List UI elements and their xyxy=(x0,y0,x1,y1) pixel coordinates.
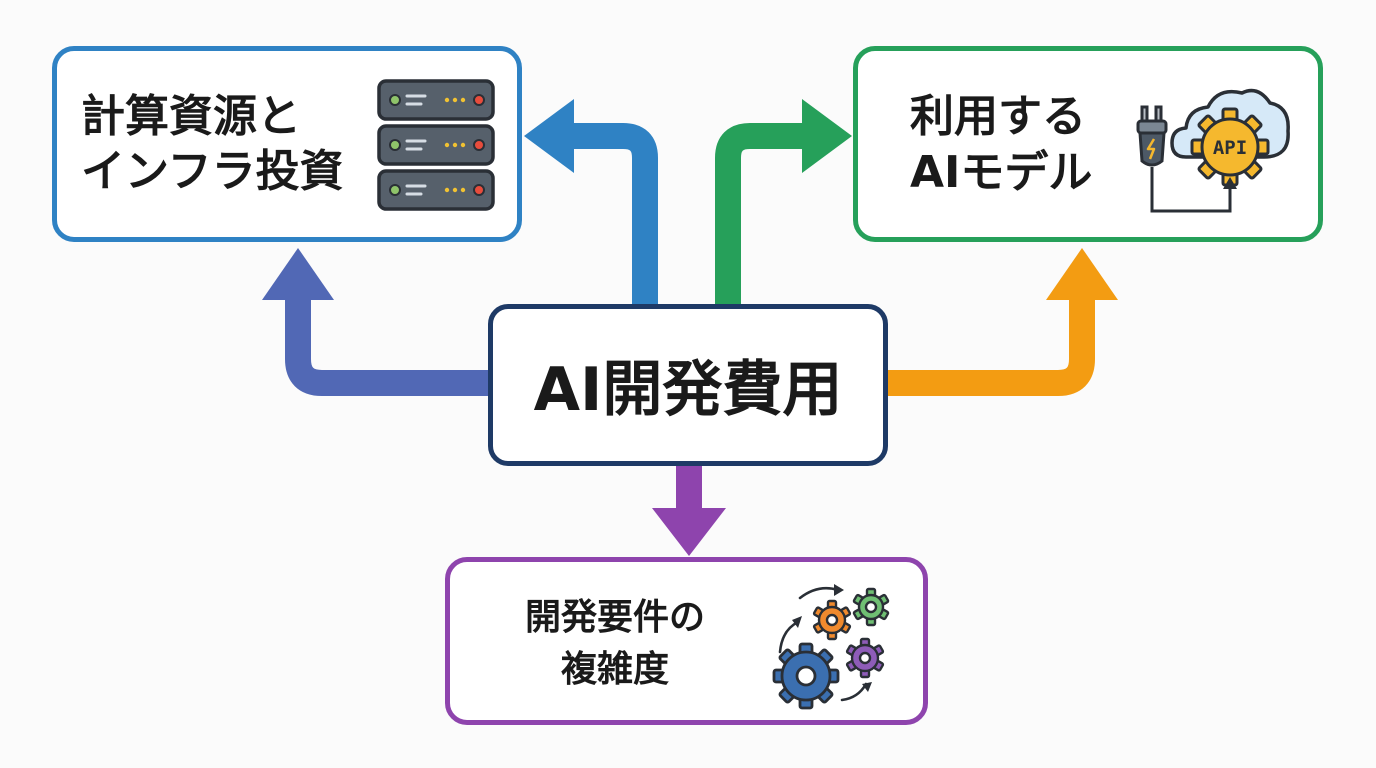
model-label-line-2: AIモデル xyxy=(910,147,1093,199)
model-label-line-1: 利用する xyxy=(910,91,1086,142)
arrow-infra-from-center-head xyxy=(524,99,574,173)
gears-icon xyxy=(772,584,890,710)
arrow-requirements-head xyxy=(652,508,726,556)
infra-box: 計算資源と インフラ投資 xyxy=(52,46,522,242)
requirements-label-line-1: 開発要件の xyxy=(524,597,705,638)
center-box: AI開発費用 xyxy=(488,304,888,466)
infra-label-line-2: インフラ投資 xyxy=(81,146,344,197)
arrow-infra-from-left-head xyxy=(262,248,334,300)
requirements-label: 開発要件の 複雑度 xyxy=(490,592,740,696)
infra-label: 計算資源と インフラ投資 xyxy=(81,89,344,199)
center-title: AI開発費用 xyxy=(533,355,843,425)
arrow-infra-from-center xyxy=(570,123,658,306)
infra-label-line-1: 計算資源と xyxy=(81,91,301,142)
api-label: API xyxy=(1213,137,1247,159)
api-plug-cloud-icon: API xyxy=(1136,88,1290,213)
arrow-model-from-right xyxy=(886,296,1095,396)
requirements-label-line-2: 複雑度 xyxy=(560,649,669,691)
arrow-model-from-right-head xyxy=(1046,248,1118,300)
arrow-infra-from-left xyxy=(285,296,490,396)
arrow-model-from-center xyxy=(715,123,806,306)
model-box: 利用する AIモデル API xyxy=(853,46,1323,242)
model-label: 利用する AIモデル xyxy=(910,89,1092,202)
server-rack-icon xyxy=(377,79,495,211)
requirements-box: 開発要件の 複雑度 xyxy=(445,557,928,725)
arrow-model-from-center-head xyxy=(802,99,852,173)
